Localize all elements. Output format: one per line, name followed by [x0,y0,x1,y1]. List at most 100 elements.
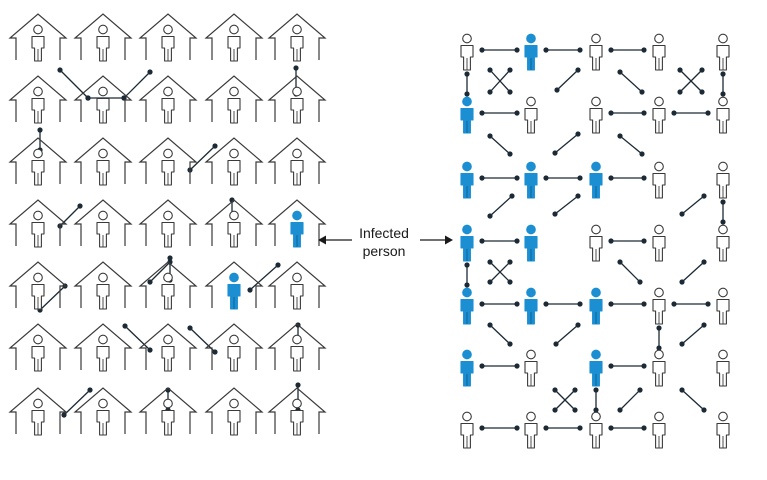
house-outline [8,75,68,122]
connector-dot [77,203,83,209]
connector-dot [543,425,549,431]
house-outline [8,13,68,60]
person-body [96,221,110,248]
person-body [31,35,45,62]
connector-dot [671,301,677,307]
mixing-link [552,193,581,217]
connector-dot [212,143,218,149]
mixing-link [593,387,599,413]
mixing-link [617,69,645,95]
person [716,349,730,387]
person-head [163,86,173,97]
person-body [524,235,538,262]
person-body [96,345,110,372]
person-head [654,411,664,422]
mixing-link [553,322,581,347]
mixing-link [608,425,647,431]
house-outline [8,137,68,184]
connector-dot [487,67,493,73]
person [96,24,110,62]
mixing-link [608,110,647,116]
person [716,33,730,71]
person [96,272,110,310]
connector-dot [617,69,623,75]
connector-dot [575,131,581,137]
person [227,398,241,436]
person-body [290,409,304,436]
connector-dot [679,279,685,285]
person [96,148,110,186]
person-head [229,24,239,35]
connector-dot [85,95,91,101]
house-outline [267,75,327,122]
person-body [460,298,474,325]
house-outline [138,75,198,122]
person-body [652,44,666,71]
person-body [716,298,730,325]
connector-dot [575,322,581,328]
person [227,86,241,124]
person-head [229,272,239,283]
connector-dot [656,345,662,351]
connector-dot [577,425,583,431]
mixing-link [543,425,583,431]
connector-dot [507,279,513,285]
person-body [290,345,304,372]
person-body [290,97,304,124]
connector-dot [577,301,583,307]
connector-dot [479,238,485,244]
mixing-link [554,67,581,93]
person-body [161,35,175,62]
person-head [98,398,108,409]
person [31,86,45,124]
person [290,24,304,62]
person-body [589,235,603,262]
person [460,33,474,71]
mixing-link [608,238,647,244]
mixing-link [679,322,707,347]
house-outline [204,75,264,122]
infected-person [589,349,603,387]
person-head [462,349,472,360]
person-body [652,360,666,387]
person [524,411,538,449]
connector-dot [701,407,707,413]
mixing-link [608,47,647,53]
house-outline [138,199,198,246]
person-body [716,360,730,387]
person-head [33,272,43,283]
person-head [229,334,239,345]
person-body [460,107,474,134]
person-body [31,221,45,248]
connector-dot [514,175,520,181]
connector-dot [247,287,253,293]
connector-dot [720,91,726,97]
household-link [61,387,93,418]
connector-dot [608,175,614,181]
connector-dot [552,150,558,156]
person [716,411,730,449]
connector-dot [699,67,705,73]
connector-dot [507,341,513,347]
person [161,86,175,124]
connector-dot [553,341,559,347]
person-body [716,422,730,449]
connector-dot [608,425,614,431]
person-head [654,33,664,44]
person [290,86,304,124]
person-head [718,411,728,422]
person-head [98,334,108,345]
house-outline [138,387,198,434]
infected-person [460,349,474,387]
connector-dot [577,47,583,53]
person-body [96,409,110,436]
person-head [654,161,664,172]
person-head [718,33,728,44]
connector-dot [699,89,705,95]
connector-dot [275,262,281,268]
person-head [292,334,302,345]
person-body [460,44,474,71]
mixing-link [679,259,707,285]
person-body [96,159,110,186]
